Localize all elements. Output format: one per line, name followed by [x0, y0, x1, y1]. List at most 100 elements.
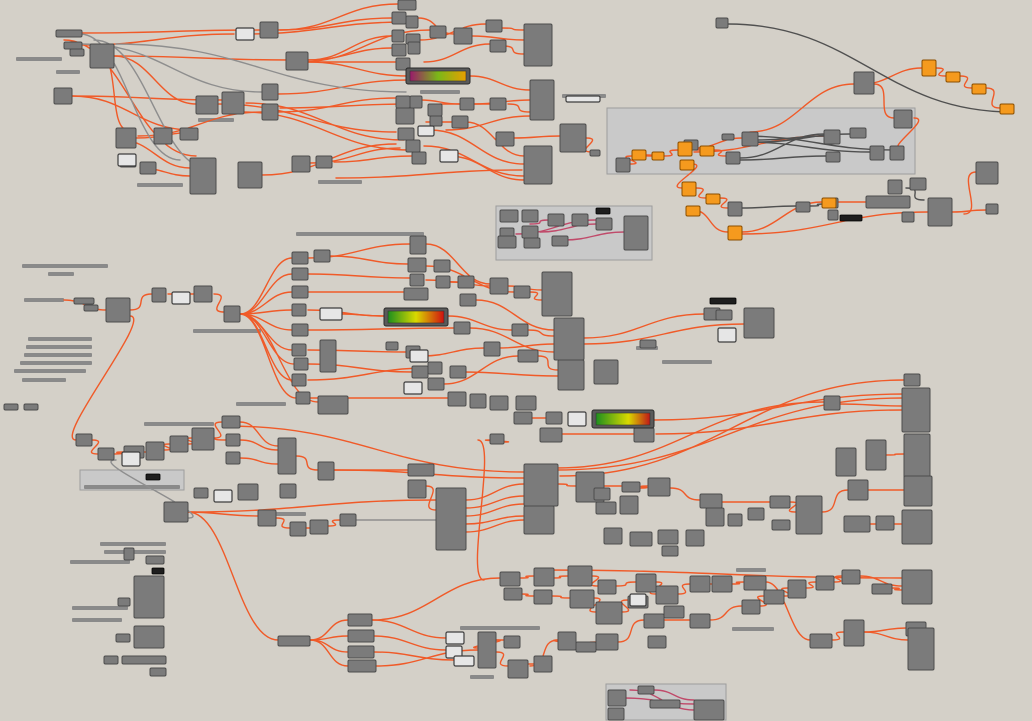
component-node[interactable] [277, 635, 311, 647]
component-node[interactable] [405, 15, 419, 29]
component-node[interactable] [477, 631, 497, 669]
component-node[interactable] [291, 285, 309, 299]
component-node[interactable] [259, 21, 279, 39]
component-node[interactable] [193, 285, 213, 303]
component-node[interactable] [893, 109, 913, 129]
component-node[interactable] [595, 633, 619, 651]
component-node[interactable] [865, 439, 887, 471]
component-node[interactable] [541, 271, 573, 317]
component-node[interactable] [903, 475, 933, 507]
component-node[interactable] [593, 487, 611, 501]
component-node[interactable] [595, 501, 617, 515]
component-node[interactable] [169, 435, 189, 453]
component-node[interactable] [615, 157, 631, 173]
component-node[interactable] [489, 433, 505, 445]
component-node[interactable] [635, 573, 657, 593]
component-node[interactable] [533, 567, 555, 587]
component-node[interactable] [427, 361, 443, 375]
selected-node[interactable] [971, 83, 987, 95]
panel-node[interactable] [171, 291, 191, 305]
component-node[interactable] [179, 127, 199, 141]
component-node[interactable] [315, 155, 333, 169]
component-node[interactable] [875, 515, 895, 531]
component-node[interactable] [657, 529, 679, 545]
component-node[interactable] [547, 213, 565, 227]
component-node[interactable] [853, 71, 875, 95]
component-node[interactable] [649, 699, 681, 709]
component-node[interactable] [575, 641, 597, 653]
component-node[interactable] [191, 427, 215, 451]
component-node[interactable] [483, 341, 501, 357]
component-node[interactable] [221, 91, 245, 115]
component-node[interactable] [73, 297, 95, 305]
component-node[interactable] [313, 249, 331, 263]
panel-node[interactable] [453, 655, 475, 667]
component-node[interactable] [643, 613, 665, 629]
component-node[interactable] [523, 505, 555, 535]
component-node[interactable] [69, 48, 85, 57]
component-node[interactable] [849, 127, 867, 139]
component-node[interactable] [539, 427, 563, 443]
panel-node[interactable] [403, 381, 423, 395]
component-node[interactable] [623, 215, 649, 251]
component-node[interactable] [395, 107, 415, 125]
component-node[interactable] [553, 317, 585, 361]
component-node[interactable] [597, 579, 617, 595]
component-node[interactable] [457, 275, 475, 289]
value-node[interactable] [709, 297, 737, 305]
selected-node[interactable] [677, 141, 693, 157]
component-node[interactable] [391, 43, 407, 57]
component-node[interactable] [499, 571, 521, 587]
component-node[interactable] [291, 323, 309, 337]
component-node[interactable] [75, 433, 93, 447]
component-node[interactable] [221, 415, 241, 429]
component-node[interactable] [103, 655, 119, 665]
selected-node[interactable] [821, 197, 837, 209]
component-node[interactable] [743, 575, 767, 591]
panel-node[interactable] [717, 327, 737, 343]
component-node[interactable] [689, 613, 711, 629]
component-node[interactable] [149, 667, 167, 677]
component-node[interactable] [3, 403, 19, 411]
component-node[interactable] [843, 619, 865, 647]
selected-node[interactable] [727, 225, 743, 241]
component-node[interactable] [507, 659, 529, 679]
component-node[interactable] [449, 365, 467, 379]
component-node[interactable] [395, 95, 411, 109]
component-node[interactable] [725, 151, 741, 165]
component-node[interactable] [117, 597, 131, 607]
component-node[interactable] [909, 177, 927, 191]
component-node[interactable] [523, 145, 553, 185]
selected-node[interactable] [699, 145, 715, 157]
component-node[interactable] [385, 341, 399, 351]
component-node[interactable] [145, 441, 165, 461]
component-node[interactable] [907, 627, 935, 671]
component-node[interactable] [291, 267, 309, 281]
component-node[interactable] [663, 605, 685, 619]
component-node[interactable] [593, 359, 619, 385]
component-node[interactable] [495, 131, 515, 147]
component-node[interactable] [517, 349, 539, 363]
component-node[interactable] [603, 527, 623, 545]
panel-node[interactable] [417, 125, 435, 137]
component-node[interactable] [569, 589, 595, 609]
component-node[interactable] [835, 447, 857, 477]
component-node[interactable] [121, 655, 167, 665]
component-node[interactable] [521, 209, 539, 223]
component-node[interactable] [97, 447, 115, 461]
component-node[interactable] [499, 209, 519, 223]
component-node[interactable] [843, 515, 871, 533]
component-node[interactable] [23, 403, 39, 411]
component-node[interactable] [533, 655, 553, 673]
component-node[interactable] [151, 287, 167, 303]
component-node[interactable] [513, 285, 531, 299]
component-node[interactable] [823, 129, 841, 145]
value-node[interactable] [151, 567, 165, 575]
component-node[interactable] [291, 343, 307, 357]
component-node[interactable] [975, 161, 999, 185]
component-node[interactable] [503, 587, 523, 601]
component-node[interactable] [647, 635, 667, 649]
panel-node[interactable] [439, 149, 459, 163]
component-node[interactable] [927, 197, 953, 227]
component-node[interactable] [453, 321, 471, 335]
